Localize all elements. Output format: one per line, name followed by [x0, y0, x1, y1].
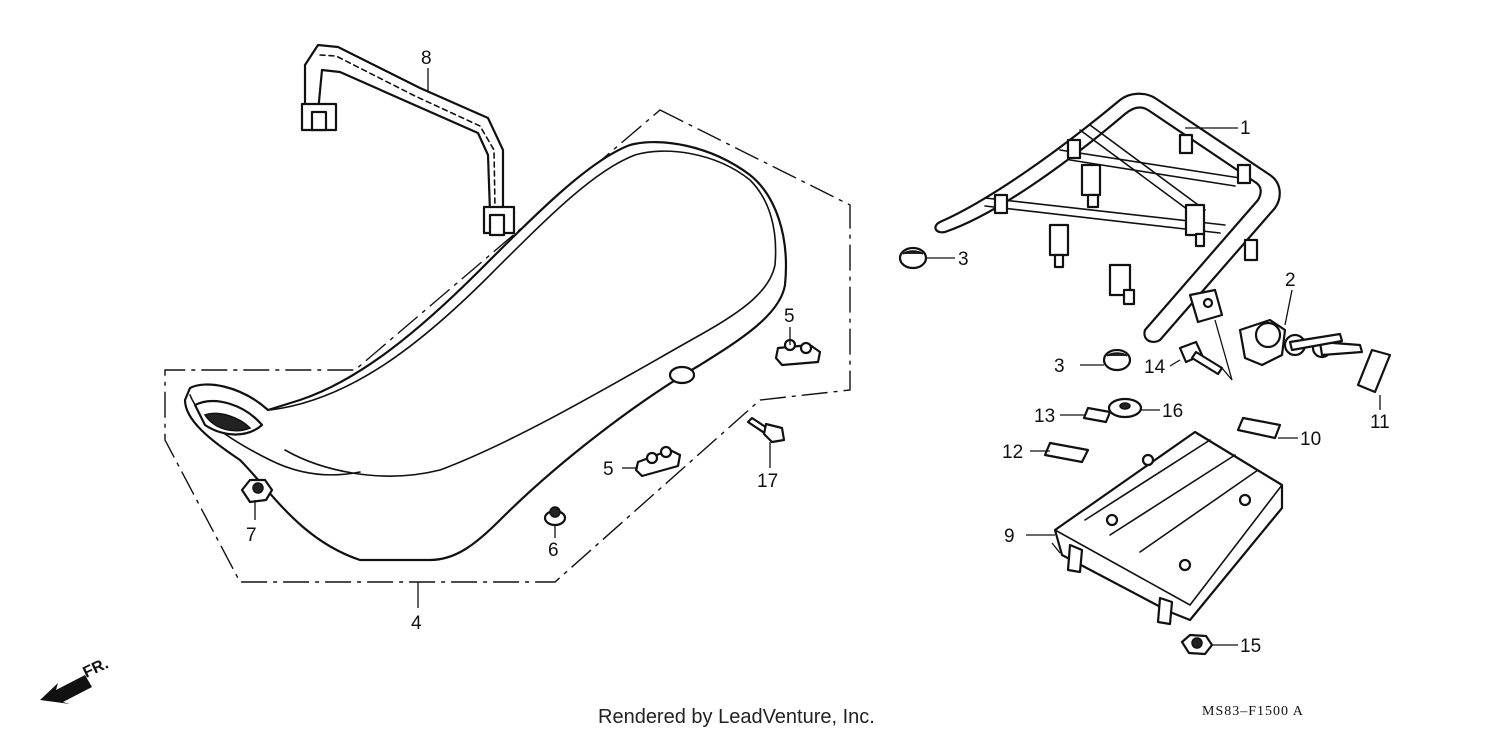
carrier-posts [993, 133, 1259, 306]
callout-9: 9 [1004, 526, 1015, 547]
callout-8: 8 [421, 48, 432, 69]
callout-6: 6 [548, 540, 559, 561]
carrier-nut[interactable] [1180, 633, 1214, 656]
label-13[interactable] [1082, 406, 1112, 424]
lock-set[interactable] [1188, 288, 1364, 367]
callout-15: 15 [1240, 636, 1261, 657]
callout-1: 1 [1240, 118, 1251, 139]
carrier-plate[interactable] [1053, 430, 1284, 626]
callout-13: 13 [1034, 406, 1055, 427]
tube-cap-lower[interactable] [1102, 348, 1132, 372]
seat-nut[interactable] [543, 506, 567, 527]
leader-lines [254, 68, 1381, 646]
callout-3-upper: 3 [958, 249, 969, 270]
seat[interactable] [183, 140, 787, 562]
label-12[interactable] [1043, 441, 1090, 464]
callout-16: 16 [1162, 401, 1183, 422]
drawing-code: MS83–F1500 A [1202, 704, 1304, 719]
seat-grommet[interactable] [240, 478, 274, 504]
front-arrow-icon: FR. [40, 655, 111, 704]
front-indicator-label: FR. [81, 655, 112, 681]
callout-11: 11 [1370, 412, 1390, 433]
caution-label[interactable] [1356, 348, 1392, 394]
washer[interactable] [1107, 397, 1143, 419]
rear-carrier[interactable] [934, 92, 1281, 344]
render-credit: Rendered by LeadVenture, Inc. [598, 706, 875, 728]
callout-2: 2 [1285, 270, 1296, 291]
callout-14: 14 [1144, 357, 1166, 378]
seat-group-boundary [164, 109, 851, 583]
seat-clip-lower[interactable] [634, 445, 682, 478]
seat-clip-upper[interactable] [774, 338, 822, 367]
seat-bolt[interactable] [746, 416, 786, 444]
callout-7: 7 [246, 525, 257, 546]
tube-cap-upper[interactable] [898, 246, 928, 270]
label-10[interactable] [1236, 416, 1282, 440]
callout-10: 10 [1300, 429, 1321, 450]
callout-5-upper: 5 [784, 306, 795, 327]
callout-labels: 8 1 2 3 3 14 16 10 11 12 13 9 15 5 5 6 7… [246, 48, 1390, 657]
callout-4: 4 [411, 613, 422, 634]
lock-bolt[interactable] [1178, 340, 1224, 376]
grab-strap[interactable] [300, 43, 516, 237]
callout-5-lower: 5 [603, 459, 614, 480]
callout-3-lower: 3 [1054, 356, 1065, 377]
callout-12: 12 [1002, 442, 1023, 463]
callout-17: 17 [757, 471, 778, 492]
